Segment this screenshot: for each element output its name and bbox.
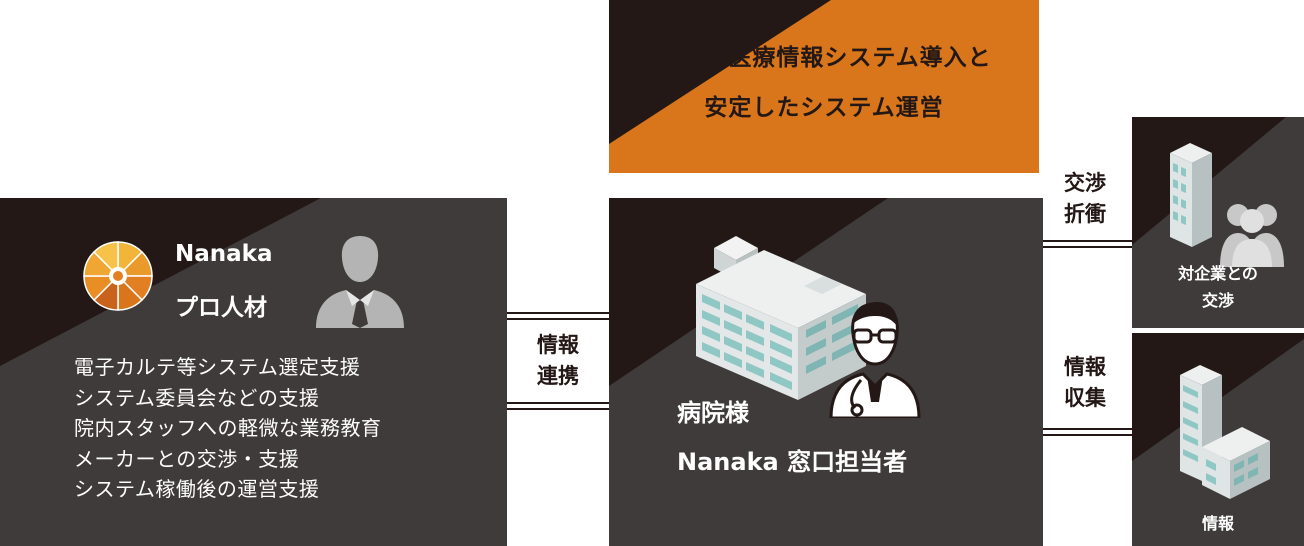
- connector-line: [1043, 428, 1132, 430]
- connector-line: [507, 408, 609, 410]
- collection-label-1: 情報: [1064, 355, 1106, 379]
- info-link-label-2: 連携: [537, 364, 579, 388]
- businessman-silhouette-icon: [316, 236, 404, 328]
- negotiation-label-1: 交渉: [1064, 171, 1106, 195]
- connector-line: [507, 402, 609, 404]
- hospital-building-icon: [696, 236, 866, 400]
- doctor-icon: [829, 302, 921, 418]
- vendor-label-2: 交渉: [1201, 291, 1234, 310]
- goal-banner: 適切な医療情報システム導入と 安定したシステム運営: [609, 0, 1039, 173]
- tower-building-icon: [1180, 365, 1270, 499]
- left-title-role: プロ人材: [175, 295, 267, 321]
- vendor-label-1: 対企業との: [1178, 264, 1258, 283]
- task-item: システム稼働後の運営支援: [74, 477, 320, 501]
- hospital-panel: 病院様 Nanaka 窓口担当者: [609, 198, 1043, 546]
- banner-line-2: 安定したシステム運営: [704, 95, 944, 121]
- connector-line: [507, 312, 609, 314]
- connector-line: [1043, 246, 1132, 248]
- office-building-people-icon: [1170, 143, 1284, 267]
- negotiation-label-2: 折衝: [1064, 202, 1106, 226]
- connector-line: [1043, 434, 1132, 436]
- connector-line: [507, 318, 609, 320]
- nanaka-pro-panel: Nanaka プロ人材 電子カルテ等システム選定支援 システム委員会などの支援 …: [0, 198, 507, 546]
- task-item: 電子カルテ等システム選定支援: [74, 355, 361, 379]
- connector-line: [1043, 240, 1132, 242]
- collection-label-2: 収集: [1064, 386, 1106, 410]
- center-title-hospital: 病院様: [677, 399, 749, 427]
- left-title-name: Nanaka: [175, 241, 273, 267]
- information-panel: 情報: [1132, 333, 1304, 546]
- banner-background: [609, 0, 1039, 173]
- info-link-label-1: 情報: [537, 333, 579, 357]
- task-item: 院内スタッフへの軽微な業務教育: [74, 416, 382, 440]
- nanaka-logo-icon: [83, 241, 153, 311]
- center-title-contact: Nanaka 窓口担当者: [677, 448, 908, 476]
- banner-line-1: 適切な医療情報システム導入と: [656, 45, 992, 71]
- left-panel-background: [0, 198, 507, 546]
- task-item: システム委員会などの支援: [74, 385, 320, 410]
- support-task-list: 電子カルテ等システム選定支援 システム委員会などの支援 院内スタッフへの軽微な業…: [74, 352, 382, 505]
- vendor-negotiation-panel: 対企業との 交渉: [1132, 117, 1304, 328]
- information-label: 情報: [1201, 514, 1234, 533]
- task-item: メーカーとの交渉・支援: [74, 446, 300, 471]
